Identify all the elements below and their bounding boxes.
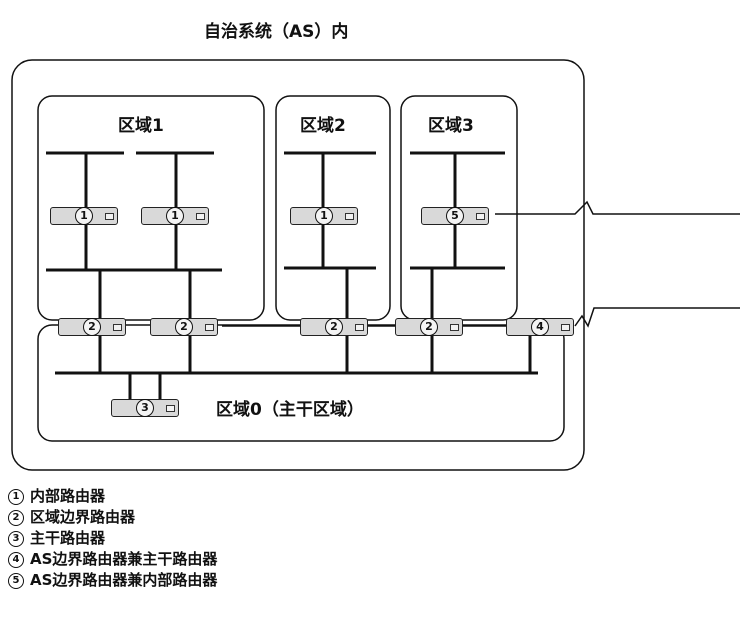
as-boundary-internal-router-icon: 5: [421, 207, 489, 225]
area1-label: 区域1: [118, 116, 164, 136]
area0-box: [37, 324, 565, 442]
legend-item: 1 内部路由器: [8, 486, 217, 507]
legend-text: 主干路由器: [30, 529, 106, 547]
legend-item: 5 AS边界路由器兼内部路由器: [8, 570, 217, 591]
legend-text: 内部路由器: [30, 487, 106, 505]
legend-item: 2 区域边界路由器: [8, 507, 217, 528]
router-number: 1: [315, 207, 333, 225]
router-number: 2: [325, 318, 343, 336]
legend-number: 4: [8, 551, 24, 568]
backbone-router-icon: 3: [111, 399, 179, 417]
as-title: 自治系统（AS）内: [204, 22, 349, 42]
router-number: 2: [175, 318, 193, 336]
legend-item: 4 AS边界路由器兼主干路由器: [8, 549, 217, 570]
router-number: 1: [75, 207, 93, 225]
area-border-router-icon: 2: [58, 318, 126, 336]
router-number: 2: [420, 318, 438, 336]
area3-label: 区域3: [428, 116, 474, 136]
router-number: 3: [136, 399, 154, 417]
router-number: 1: [166, 207, 184, 225]
area2-label: 区域2: [300, 116, 346, 136]
legend-item: 3 主干路由器: [8, 528, 217, 549]
internal-router-icon: 1: [141, 207, 209, 225]
router-number: 4: [531, 318, 549, 336]
legend-number: 2: [8, 509, 24, 526]
legend-text: 区域边界路由器: [30, 508, 136, 526]
internal-router-icon: 1: [50, 207, 118, 225]
legend-number: 5: [8, 572, 24, 589]
area-border-router-icon: 2: [150, 318, 218, 336]
legend-number: 3: [8, 530, 24, 547]
router-number: 5: [446, 207, 464, 225]
area-border-router-icon: 2: [300, 318, 368, 336]
as-boundary: [11, 59, 585, 471]
legend-number: 1: [8, 488, 24, 505]
area0-label: 区域0（主干区域）: [216, 400, 364, 420]
legend-text: AS边界路由器兼主干路由器: [30, 550, 218, 568]
legend-text: AS边界路由器兼内部路由器: [30, 571, 218, 589]
area-border-router-icon: 2: [395, 318, 463, 336]
legend: 1 内部路由器 2 区域边界路由器 3 主干路由器 4 AS边界路由器兼主干路由…: [8, 486, 217, 591]
router-number: 2: [83, 318, 101, 336]
internal-router-icon: 1: [290, 207, 358, 225]
as-boundary-backbone-router-icon: 4: [506, 318, 574, 336]
